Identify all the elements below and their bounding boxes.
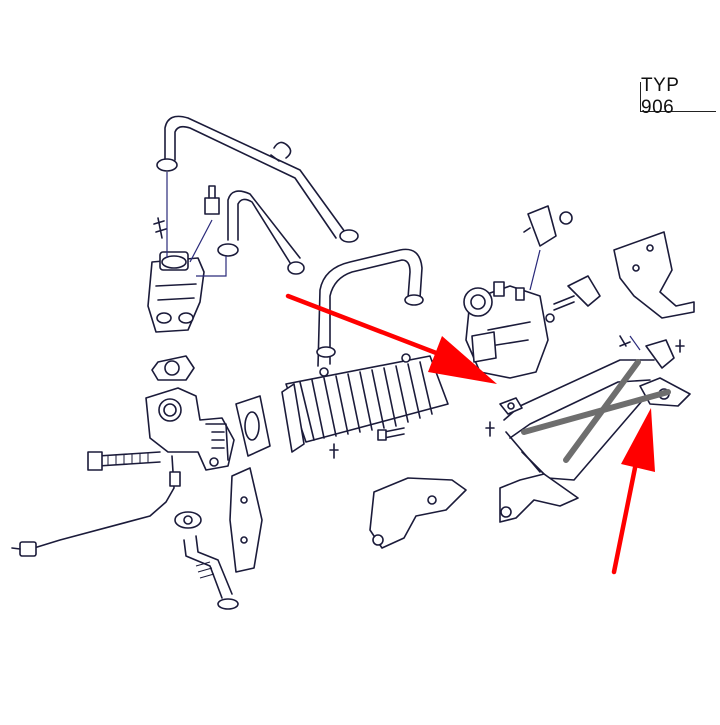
egr-pipe-crossed-out xyxy=(521,359,671,463)
type-label: TYP 906 xyxy=(640,75,716,118)
upper-hose xyxy=(164,115,359,243)
egr-valve-gasket xyxy=(151,355,195,381)
pointer-to-gasket xyxy=(285,293,497,384)
mid-hose xyxy=(217,190,305,275)
valve-bracket-small xyxy=(545,275,601,323)
cooler-bolts xyxy=(329,427,405,459)
upper-hose-clamp xyxy=(270,141,292,162)
small-clamps xyxy=(156,158,220,215)
long-bolt xyxy=(87,451,161,471)
egr-housing-left xyxy=(145,387,235,471)
egr-valve-bolt xyxy=(153,217,167,239)
exhaust-pipe-left xyxy=(174,511,239,610)
bracket-center-left xyxy=(229,467,263,573)
cooler-gasket-left xyxy=(235,395,271,457)
bracket-top-right xyxy=(613,231,695,319)
cooler-tubes xyxy=(316,248,424,367)
egr-valve xyxy=(147,251,205,333)
pointer-to-flange xyxy=(611,408,655,575)
bracket-lower-right xyxy=(499,473,579,523)
leader-lines xyxy=(166,172,641,351)
egr-valve-right xyxy=(463,281,549,379)
bracket-lower-center xyxy=(369,477,467,549)
egr-cooler xyxy=(281,353,449,453)
type-label-text: TYP 906 xyxy=(641,74,680,118)
temperature-sensor xyxy=(11,455,181,557)
position-sensor xyxy=(523,205,573,247)
pipe-gasket-small xyxy=(485,397,523,437)
